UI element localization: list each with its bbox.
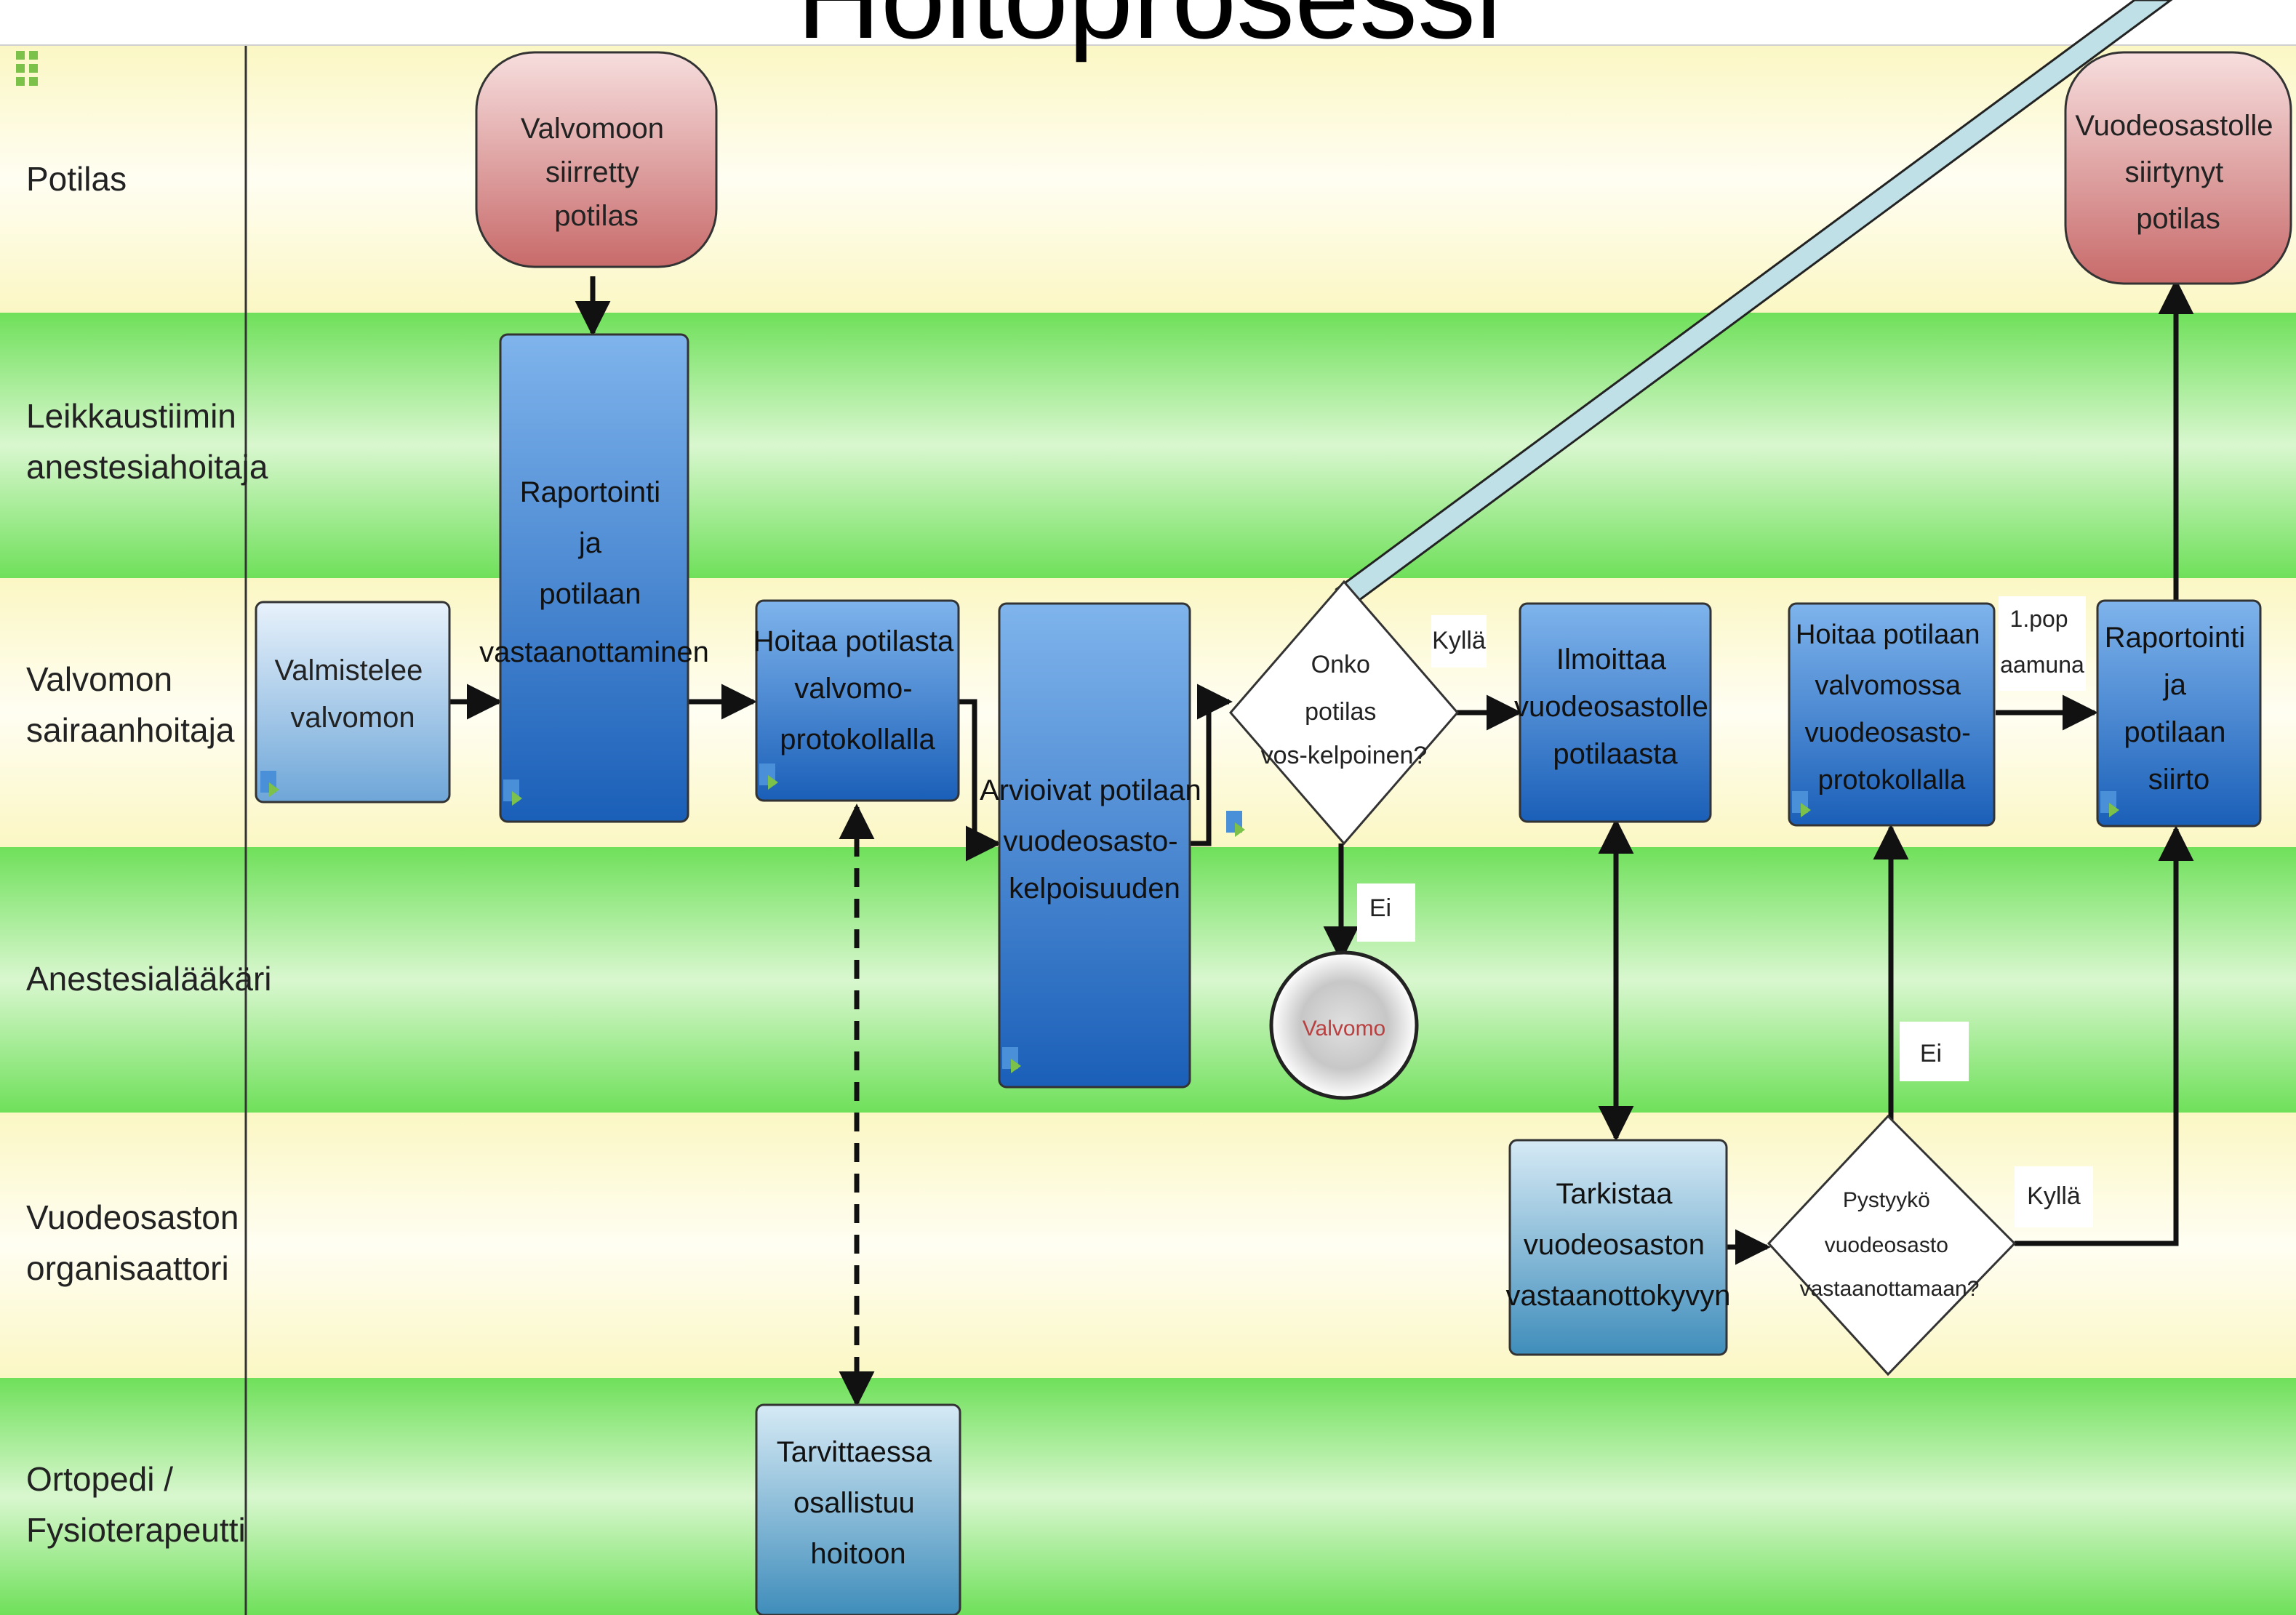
svg-text:Tarkistaa vuodeosaston: Tarkistaa vuodeosaston vastaanottokyvyn [1505,1178,1730,1312]
subprocess-icon [260,771,279,797]
edge-decision2-kylla [2015,825,2194,1246]
task-valmistelee: Valmistelee valvomon [255,601,451,804]
svg-text:Tarvittaessa osallistuu: Tarvittaessa osallistuu hoitoon [777,1436,940,1570]
svg-text:Arvioivat potilaan vuode: Arvioivat potilaan vuodeosasto- kelpoisu… [980,774,1209,905]
page-title: Hoitoprosessi [796,0,1501,63]
task-hoitaa-vuodeosastoprotokolla: Hoitaa potilaan valvomossa vuodeosasto- … [1788,602,1996,827]
lane-bg-ortopedi [0,1378,2296,1615]
task-raportointi-siirto: Raportointi ja potilaan siirto [2096,599,2262,827]
decision-vos-kelpoinen: Onko potilas vos-kelpoinen? [1229,580,1459,846]
edge-arvioivat-to-decision [1190,684,1233,846]
top-border [0,15,2296,45]
end-event-valvomo: Valvomo [1269,950,1419,1100]
label-kylla-1: Kyllä [1432,627,1486,654]
svg-text:Pystyykö vuodeosasto: Pystyykö vuodeosasto vastaanottamaan? [1800,1188,1980,1301]
lane-label-anestesia: Anestesialääkäri [26,960,272,998]
svg-text:Hoitaa potilasta valvomo: Hoitaa potilasta valvomo- protokollalla [753,625,962,756]
svg-text:Valvomo: Valvomo [1303,1017,1386,1041]
grid-icon [16,51,38,86]
svg-text:Valvomoon siirretty: Valvomoon siirretty potilas [521,113,672,232]
decision-pystyyko-vastaanottamaan: Pystyykö vuodeosasto vastaanottamaan? [1767,1114,2017,1376]
task-tarkistaa: Tarkistaa vuodeosaston vastaanottokyvyn [1505,1139,1731,1356]
subprocess-icon [759,764,778,790]
end-terminal: Vuodeosastolle siirtynyt potilas [2064,51,2292,285]
label-ei-1: Ei [1369,894,1391,922]
label-kylla-2: Kyllä [2027,1182,2081,1210]
edge-hoitaa-to-arvioivat [959,699,1001,862]
edge-labels: Kyllä Ei 1.pop aamuna Ei Kyllä [1357,596,2093,1227]
svg-text:Hoitaa potilaan valvomos: Hoitaa potilaan valvomossa vuodeosasto- … [1796,620,1988,796]
svg-text:Valmistelee valvomon: Valmistelee valvomon [275,654,431,734]
svg-text:Raportointi ja pot: Raportointi ja potilaan vastaanottaminen [479,476,709,668]
subprocess-icon [2100,791,2119,817]
task-hoitaa-valvomoprotokolla: Hoitaa potilasta valvomo- protokollalla [753,599,962,802]
task-tarvittaessa: Tarvittaessa osallistuu hoitoon [755,1403,961,1615]
svg-text:Vuodeosastolle siirtynyt: Vuodeosastolle siirtynyt potilas [2075,110,2281,235]
subprocess-icon [1002,1047,1021,1073]
svg-text:Raportointi ja pot: Raportointi ja potilaan siirto [2105,622,2254,796]
connectors [449,276,2194,1407]
subprocess-icon [1226,811,1245,837]
subprocess-icon [503,780,522,806]
svg-text:Ilmoittaa vuodeosastolle: Ilmoittaa vuodeosastolle potilaasta [1514,644,1716,770]
svg-text:Onko potilas vos-k: Onko potilas vos-kelpoinen? [1261,651,1428,769]
subprocess-icon [1792,791,1811,817]
lane-label-ortopedi: Ortopedi /Fysioterapeutti [26,1460,246,1549]
lane-bg-potilas [0,45,2296,313]
label-pop-aamuna: 1.pop aamuna [2000,606,2084,678]
lane-label-potilas: Potilas [26,160,127,198]
task-ilmoittaa: Ilmoittaa vuodeosastolle potilaasta [1514,602,1716,823]
start-terminal: Valvomoon siirretty potilas [475,51,718,268]
label-ei-2: Ei [1920,1040,1942,1067]
task-arvioivat-kelpoisuus: Arvioivat potilaan vuodeosasto- kelpoisu… [980,602,1209,1089]
task-raportointi-vastaanotto: Raportointi ja potilaan vastaanottaminen [479,333,709,823]
lane-bg-leikkaustiimi [0,313,2296,578]
